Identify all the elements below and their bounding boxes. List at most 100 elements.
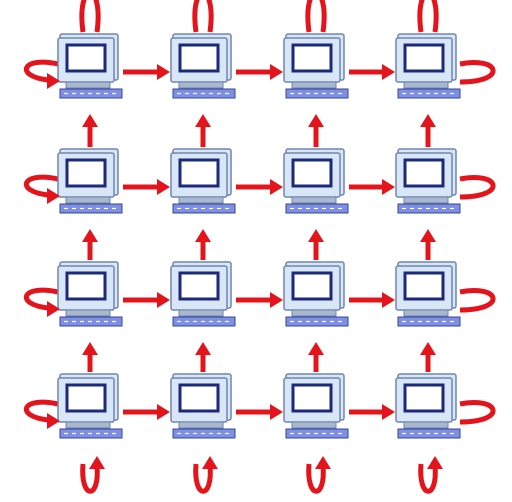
arrow-wrap-bottom-c1	[89, 456, 105, 469]
arrow-right-r1-c2	[270, 64, 283, 80]
monitor-base	[403, 421, 449, 429]
screen	[403, 271, 445, 301]
screen	[178, 158, 220, 188]
computer-icon-r4-c2	[170, 373, 236, 439]
network-nodes	[57, 33, 461, 439]
wrap-loop-right-r4	[459, 400, 496, 425]
wrap-loop-top-c4	[417, 0, 439, 33]
wrap-loop-right-r3	[459, 288, 496, 313]
computer-icon-r2-c2	[170, 148, 236, 214]
computer-icon-r4-c4	[395, 373, 461, 439]
wrap-loop-top-c1	[79, 0, 101, 33]
screen	[403, 43, 445, 73]
screen	[291, 158, 333, 188]
arrow-up-c2-r3	[195, 342, 211, 355]
monitor-base	[178, 81, 224, 89]
arrow-up-c1-r2	[82, 229, 98, 242]
screen	[178, 383, 220, 413]
arrowheads	[47, 64, 443, 469]
screen	[403, 383, 445, 413]
arrow-up-c2-r1	[195, 114, 211, 127]
arrow-wrap-left-r4	[47, 413, 60, 429]
arrow-right-r3-c1	[157, 292, 170, 308]
wrap-loop-left-r3	[23, 287, 59, 311]
arrow-up-c4-r2	[420, 229, 436, 242]
arrow-right-r1-c1	[157, 64, 170, 80]
computer-icon-r2-c4	[395, 148, 461, 214]
arrow-right-r3-c3	[382, 292, 395, 308]
monitor-base	[65, 309, 111, 317]
wrap-loop-bottom-c4	[418, 463, 438, 494]
wrap-loop-bottom-c2	[193, 463, 213, 494]
monitor-base	[178, 421, 224, 429]
wrap-loop-left-r4	[23, 399, 59, 423]
computer-icon-r3-c1	[57, 261, 123, 327]
arrow-right-r4-c1	[157, 404, 170, 420]
computer-icon-r3-c2	[170, 261, 236, 327]
computer-icon-r3-c3	[283, 261, 349, 327]
wrap-loop-top-c2	[192, 0, 214, 33]
computer-icon-r4-c1	[57, 373, 123, 439]
computer-icon-r4-c3	[283, 373, 349, 439]
arrow-wrap-left-r2	[47, 188, 60, 204]
monitor-base	[65, 421, 111, 429]
monitor-base	[178, 309, 224, 317]
arrow-right-r2-c3	[382, 179, 395, 195]
monitor-base	[291, 196, 337, 204]
arrow-right-r4-c3	[382, 404, 395, 420]
arrow-up-c2-r2	[195, 229, 211, 242]
monitor-base	[403, 196, 449, 204]
wrap-loop-right-r1	[459, 60, 496, 85]
computer-icon-r1-c2	[170, 33, 236, 99]
screen	[403, 158, 445, 188]
wrap-loop-top-c3	[305, 0, 327, 33]
monitor-base	[178, 196, 224, 204]
screen	[65, 383, 107, 413]
computer-icon-r1-c4	[395, 33, 461, 99]
screen	[178, 43, 220, 73]
arrow-right-r1-c3	[382, 64, 395, 80]
arrow-up-c3-r1	[308, 114, 324, 127]
screen	[65, 158, 107, 188]
arrow-wrap-bottom-c2	[202, 456, 218, 469]
arrow-wrap-left-r3	[47, 301, 60, 317]
arrow-up-c4-r1	[420, 114, 436, 127]
arrow-wrap-bottom-c3	[315, 456, 331, 469]
monitor-base	[403, 81, 449, 89]
arrow-up-c3-r3	[308, 342, 324, 355]
computer-icon-r2-c3	[283, 148, 349, 214]
arrow-right-r2-c1	[157, 179, 170, 195]
arrow-right-r2-c2	[270, 179, 283, 195]
arrow-wrap-bottom-c4	[427, 456, 443, 469]
screen	[291, 271, 333, 301]
screen	[65, 43, 107, 73]
computer-icon-r1-c1	[57, 33, 123, 99]
wrap-loop-bottom-c1	[80, 463, 100, 494]
monitor-base	[65, 81, 111, 89]
arrow-up-c1-r1	[82, 114, 98, 127]
wrap-loop-bottom-c3	[306, 463, 326, 494]
monitor-base	[291, 421, 337, 429]
screen	[291, 43, 333, 73]
screen	[178, 271, 220, 301]
arrow-right-r4-c2	[270, 404, 283, 420]
arrow-up-c4-r3	[420, 342, 436, 355]
wrap-loop-right-r2	[459, 175, 496, 200]
monitor-base	[291, 81, 337, 89]
arrow-wrap-left-r1	[47, 73, 60, 89]
computer-icon-r2-c1	[57, 148, 123, 214]
arrow-up-c1-r3	[82, 342, 98, 355]
arrow-right-r3-c2	[270, 292, 283, 308]
wrap-loop-left-r1	[23, 59, 59, 83]
computer-icon-r3-c4	[395, 261, 461, 327]
screen	[291, 383, 333, 413]
monitor-base	[291, 309, 337, 317]
screen	[65, 271, 107, 301]
monitor-base	[403, 309, 449, 317]
computer-icon-r1-c3	[283, 33, 349, 99]
monitor-base	[65, 196, 111, 204]
arrow-up-c3-r2	[308, 229, 324, 242]
wrap-loop-left-r2	[23, 174, 59, 198]
